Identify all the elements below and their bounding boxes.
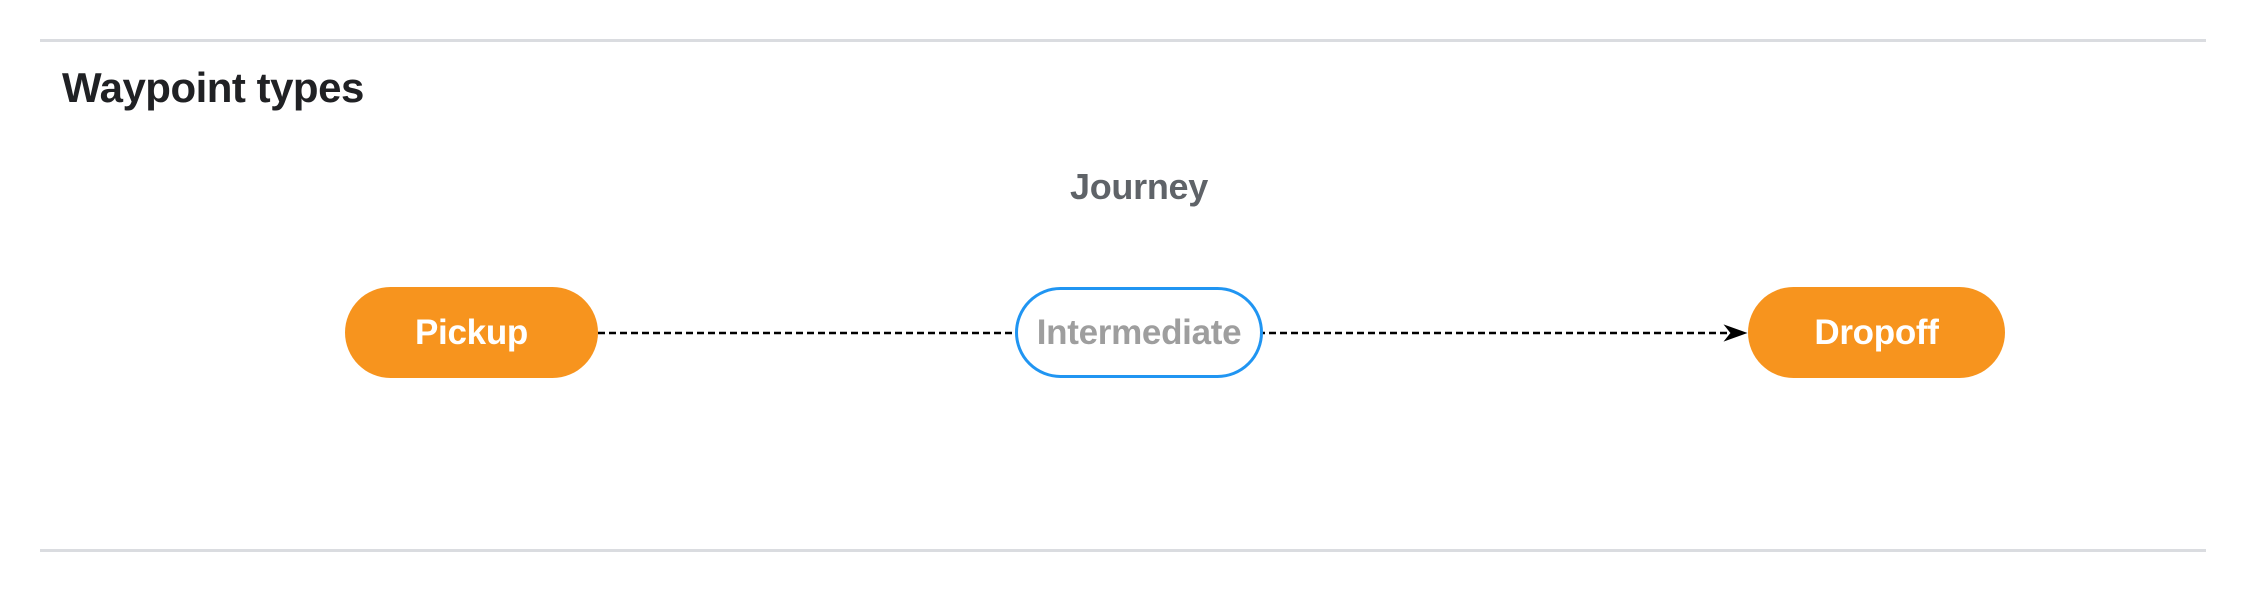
node-pickup-label: Pickup — [415, 312, 528, 352]
bottom-divider — [40, 549, 2206, 552]
top-divider — [40, 39, 2206, 42]
node-pickup: Pickup — [345, 287, 598, 378]
section-title: Waypoint types — [62, 64, 364, 111]
diagram-title: Journey — [1070, 166, 1208, 207]
node-dropoff: Dropoff — [1748, 287, 2005, 378]
node-dropoff-label: Dropoff — [1814, 312, 1939, 352]
node-intermediate: Intermediate — [1015, 287, 1263, 378]
arrowhead-icon — [1723, 324, 1748, 342]
node-intermediate-label: Intermediate — [1036, 312, 1242, 352]
